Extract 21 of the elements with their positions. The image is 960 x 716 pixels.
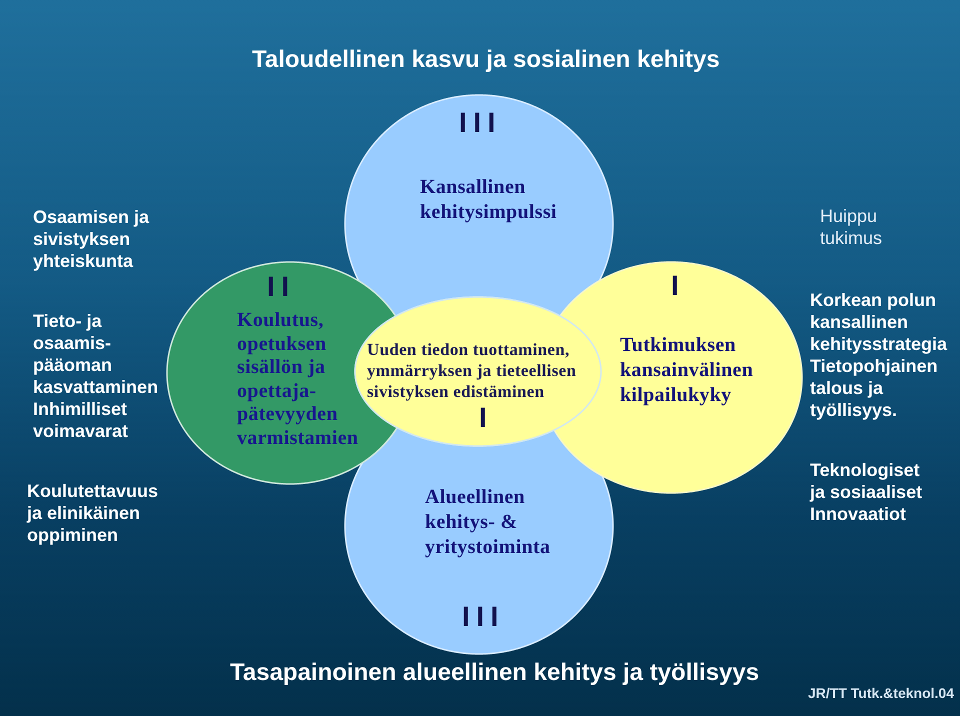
roman-numeral: III (462, 603, 505, 631)
side-note: Inhimilliset voimavarat (33, 398, 130, 442)
roman-numeral: I (479, 404, 494, 432)
slide-title: Taloudellinen kasvu ja sosialinen kehitys (252, 46, 720, 74)
ellipse-text: Uuden tiedon tuottaminen, ymmärryksen ja tieteellisen sivistyksen edistäminen (367, 339, 578, 402)
side-note: Tietopohjainen talous ja työllisyys. (810, 355, 939, 421)
side-note: Korkean polun kansallinen kehitysstrategia (810, 289, 948, 355)
roman-numeral: III (459, 109, 502, 137)
ellipse-text: Alueellinen kehitys- & yritystoiminta (425, 485, 552, 560)
side-note: Koulutettavuus ja elinikäinen oppiminen (27, 480, 160, 546)
footer-reference: JR/TT Tutk.&teknol.04 (808, 685, 954, 702)
side-note: Tieto- ja osaamis- pääoman kasvattaminen (33, 310, 160, 398)
roman-numeral: I (671, 272, 686, 300)
side-note: Osaamisen ja sivistyksen yhteiskunta (33, 206, 150, 272)
bottom-heading: Tasapainoinen alueellinen kehitys ja työllisyys (230, 659, 760, 687)
roman-numeral: II (267, 273, 296, 301)
ellipse-text: Kansallinen kehitysimpulssi (420, 175, 558, 225)
ellipse-text: Tutkimuksen kansainvälinen kilpailukyky (620, 333, 754, 408)
side-note: Huippu tukimus (820, 205, 884, 249)
ellipse-text: Koulutus, opetuksen sisällön ja opettaja- pätevyyden varmistamien (237, 309, 360, 450)
side-note: Teknologiset ja sosiaaliset Innovaatiot (810, 459, 924, 525)
